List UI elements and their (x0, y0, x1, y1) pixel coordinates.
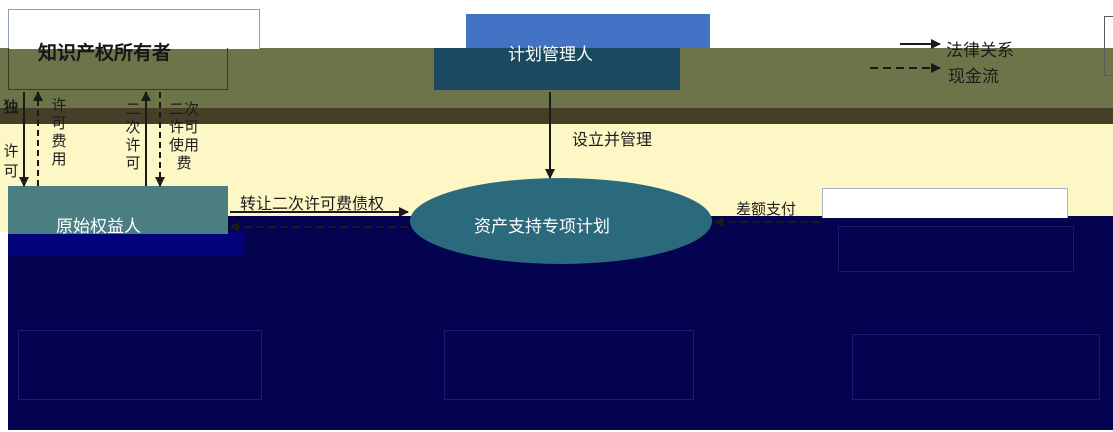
guarantor-box-lower (838, 226, 1074, 272)
plan-manager-box (434, 48, 680, 90)
difference-payment-label: 差额支付 (736, 200, 797, 218)
transfer-claim-label: 转让二次许可费债权 (240, 194, 385, 213)
exclusive-license-label-a: 独 (3, 98, 19, 116)
license-fee-label: 许可费用 (51, 96, 67, 168)
special-plan-label: 资产支持专项计划 (474, 217, 610, 237)
ip-owner-box (8, 48, 228, 90)
sublicense-fee-label: 二次许可使用费 (168, 100, 199, 172)
bottom-box-3 (852, 334, 1100, 400)
dark-strip (0, 108, 1113, 124)
original-beneficiary-label: 原始权益人 (56, 217, 141, 237)
sublicense-label: 二次许可 (125, 100, 141, 172)
legend-cash-label: 现金流 (948, 67, 999, 87)
exclusive-license-label-c: 可 (3, 162, 19, 180)
ip-owner-box-top (8, 9, 260, 49)
plan-manager-header (466, 14, 710, 48)
original-beneficiary-box (8, 186, 228, 234)
exclusive-license-label-b: 许 (3, 142, 19, 160)
right-edge-box (1104, 16, 1113, 76)
bottom-box-1 (18, 330, 262, 400)
guarantor-box (822, 188, 1068, 218)
plan-manager-label: 计划管理人 (508, 45, 593, 65)
bottom-box-2 (444, 330, 694, 400)
legend-legal-label: 法律关系 (946, 41, 1014, 61)
special-plan-ellipse (410, 178, 712, 264)
ip-owner-label: 知识产权所有者 (38, 42, 172, 64)
setup-manage-label: 设立并管理 (572, 130, 653, 149)
navy-block-left (8, 232, 244, 256)
